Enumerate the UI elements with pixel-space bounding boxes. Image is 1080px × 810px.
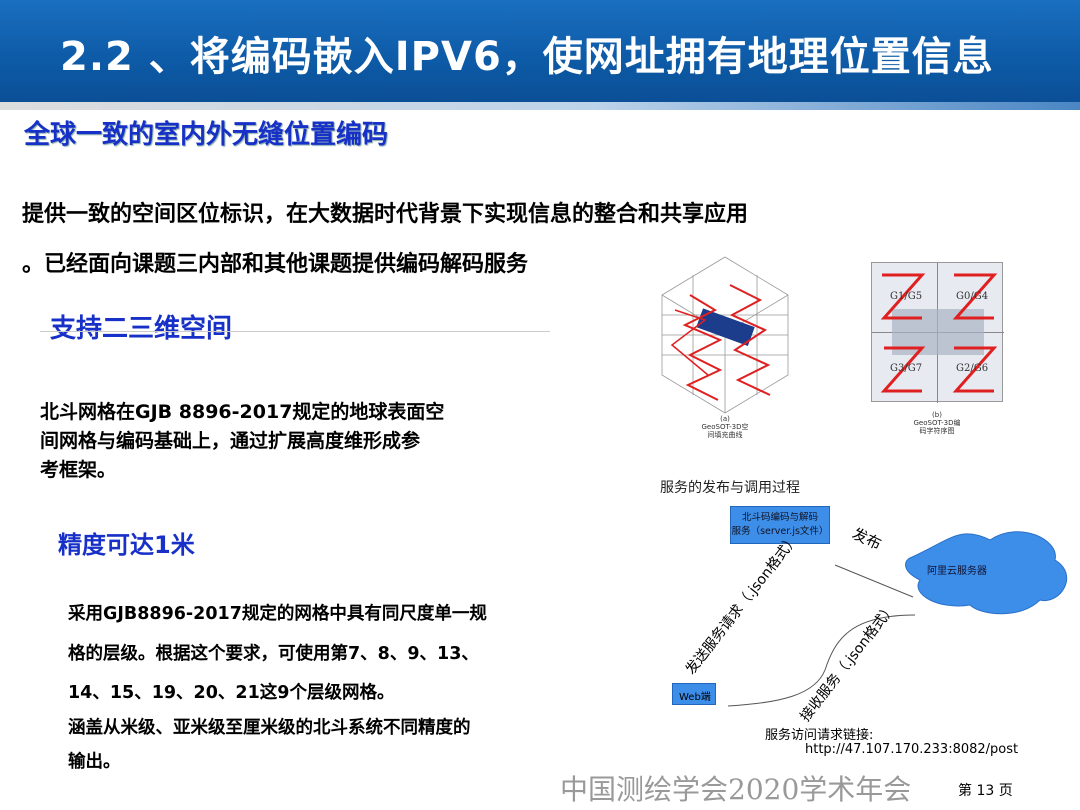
space-filling-curve-figure: [661, 256, 789, 414]
watermark: 中国测绘学会2020学术年会: [560, 773, 912, 806]
service-box-line: 北斗码编码与解码: [741, 512, 818, 523]
figure-b-label: (b): [932, 411, 942, 419]
slide-title: 2.2 、将编码嵌入IPV6，使网址拥有地理位置信息: [60, 34, 994, 80]
section2-line: 间网格与编码基础上，通过扩展高度维形成参: [40, 430, 421, 452]
section3-line: 输出。: [68, 752, 121, 772]
divider: [40, 331, 550, 332]
section2-line: 北斗网格在GJB 8896-2017规定的地球表面空: [40, 401, 445, 423]
cell-label: G2/G6: [956, 363, 989, 374]
figure-b-caption: GeoSOT-3D编: [913, 419, 961, 427]
diagram-title: 服务的发布与调用过程: [660, 480, 800, 496]
section1-line: 。已经面向课题三内部和其他课题提供编码解码服务: [22, 252, 529, 277]
cell-label: G1/G5: [890, 291, 923, 302]
grid-order-figure: G1/G5 G0/G4 G3/G7 G2/G6: [871, 262, 1004, 403]
header-divider: [0, 102, 1080, 110]
section1-line: 提供一致的空间区位标识，在大数据时代背景下实现信息的整合和共享应用: [22, 202, 749, 227]
section1-heading: 全球一致的室内外无缝位置编码: [24, 120, 389, 150]
figure-a-label: (a): [720, 415, 730, 423]
cloud-server-label: 阿里云服务器: [927, 566, 987, 577]
page-number: 第 13 页: [958, 783, 1013, 799]
cell-label: G0/G4: [956, 291, 989, 302]
diagram-arrows: [727, 531, 1068, 707]
section3-line: 采用GJB8896-2017规定的网格中具有同尺度单一规: [68, 604, 487, 624]
link-label: 服务访问请求链接:: [765, 728, 874, 743]
figure-a-caption: 间填充曲线: [707, 431, 743, 439]
cell-label: G3/G7: [890, 363, 923, 374]
figure-a-caption: GeoSOT-3D空: [701, 423, 749, 431]
title-bar: [0, 0, 1080, 102]
service-box: 北斗码编码与解码 服务（server.js文件）: [730, 506, 830, 544]
section3-heading: 精度可达1米: [58, 531, 195, 559]
service-box-line: 服务（server.js文件）: [731, 526, 829, 537]
section2-heading: 支持二三维空间: [50, 314, 233, 344]
section2-line: 考框架。: [40, 459, 117, 481]
service-link[interactable]: http://47.107.170.233:8082/post: [805, 742, 1019, 757]
section3-line: 涵盖从米级、亚米级至厘米级的北斗系统不同精度的: [68, 718, 471, 738]
web-client-box: Web端: [672, 683, 716, 705]
figure-b-caption: 码字符序图: [919, 427, 955, 435]
section3-line: 14、15、19、20、21这9个层级网格。: [68, 683, 395, 703]
section3-line: 格的层级。根据这个要求，可使用第7、8、9、13、: [68, 644, 479, 664]
